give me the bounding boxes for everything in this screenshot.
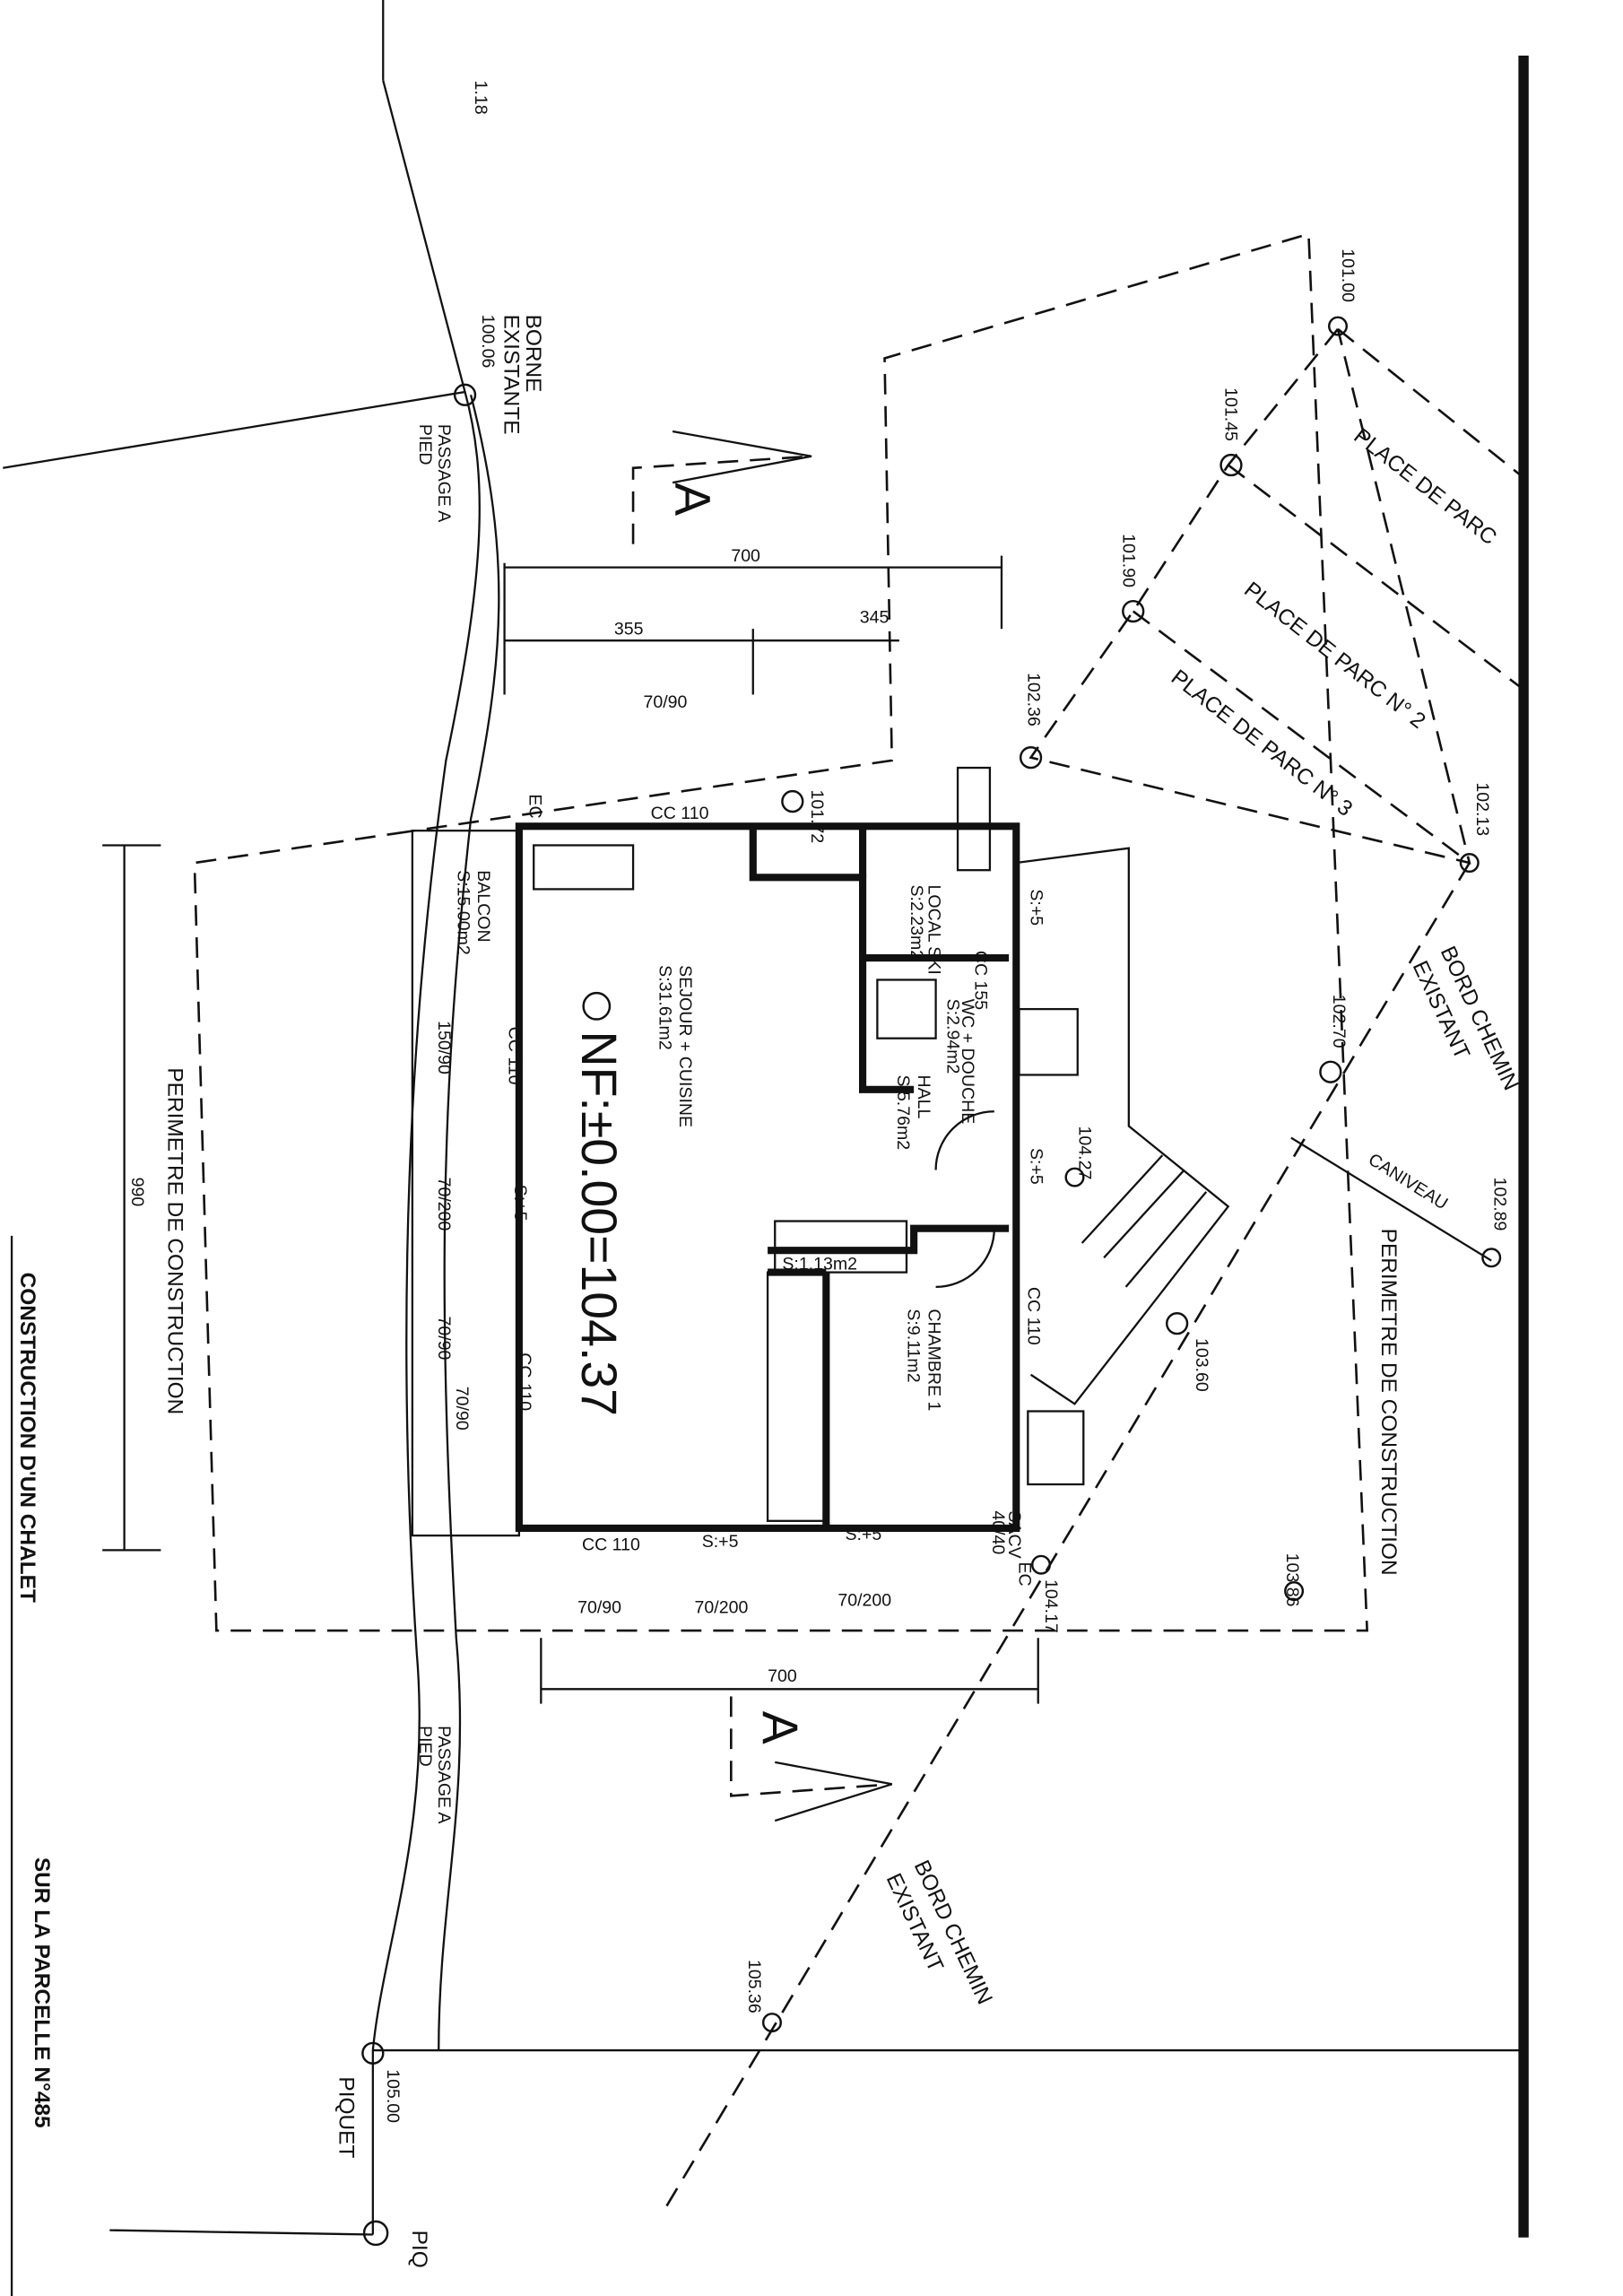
borne-label: BORNE xyxy=(521,315,545,393)
opening: 70/90 xyxy=(434,1317,454,1361)
opening: 70/90 xyxy=(643,692,687,712)
sacv-label: SACV xyxy=(1004,1510,1024,1558)
level: 102.36 xyxy=(1023,673,1043,726)
doormat xyxy=(1018,1007,1079,1076)
ec-label: EC xyxy=(1015,1561,1035,1586)
gutter-label: CANIVEAU xyxy=(1365,1150,1451,1214)
opening: S:+5 xyxy=(846,1525,882,1544)
floor-level: NF:±0.00=104.37 xyxy=(571,1031,627,1416)
dimension: 345 xyxy=(860,608,890,628)
passage-label: PASSAGE A xyxy=(434,1726,454,1823)
opening: 150/90 xyxy=(434,1021,454,1074)
level: 105.36 xyxy=(744,1960,764,2013)
parking-label: PLACE DE PARC N° 2 xyxy=(1239,578,1429,734)
room-area: S:2.23m2 xyxy=(907,884,926,960)
top-ref: 1.18 xyxy=(471,81,490,115)
dimension: 990 xyxy=(127,1178,147,1207)
sacv-label: 40/40 xyxy=(988,1510,1008,1554)
opening: 70/200 xyxy=(434,1178,454,1231)
level: 102.13 xyxy=(1472,782,1492,836)
level-values: 101.72 104.27 102.70 102.89 103.60 103.8… xyxy=(383,248,1509,2123)
fireplace xyxy=(533,844,635,891)
room-labels: BALCON S:15.00m2 SEJOUR + CUISINE S:31.6… xyxy=(453,870,977,1411)
shower xyxy=(876,978,937,1039)
level: 100.06 xyxy=(478,315,498,369)
building xyxy=(411,766,1230,1537)
dimension: 700 xyxy=(768,1666,797,1686)
opening: 70/90 xyxy=(452,1387,472,1431)
opening: CC 110 xyxy=(504,1027,524,1085)
road-border-line xyxy=(664,862,1471,2209)
opening: CC 110 xyxy=(651,804,709,823)
opening: 70/90 xyxy=(577,1598,621,1618)
level: 101.45 xyxy=(1220,387,1240,441)
level: 104.27 xyxy=(1074,1126,1094,1180)
section-mark: A xyxy=(752,1711,808,1744)
level: 101.90 xyxy=(1118,534,1138,587)
dimension: 355 xyxy=(614,620,644,639)
room-area: S:1.13m2 xyxy=(782,1254,857,1274)
title-block: CONSTRUCTION D'UN CHALET SUR LA PARCELLE… xyxy=(10,1235,54,2296)
dimension: 700 xyxy=(731,546,760,566)
kitchen-counter xyxy=(766,1271,828,1522)
room-name: SEJOUR + CUISINE xyxy=(675,965,695,1127)
opening: CC 155 xyxy=(971,951,991,1010)
road-edge xyxy=(371,80,481,2235)
ec-label: EC xyxy=(525,794,544,818)
level: 103.60 xyxy=(1192,1338,1211,1392)
passage-label: PIED xyxy=(415,424,435,465)
opening-labels: 70/90 150/90 70/200 70/90 70/90 70/90 70… xyxy=(434,692,1046,1617)
opening: CC 110 xyxy=(515,1352,534,1411)
parking-outline xyxy=(1028,328,1471,865)
construction-perimeter xyxy=(193,232,1368,1632)
section-mark: A xyxy=(664,483,720,516)
title-line2: SUR LA PARCELLE N°485 xyxy=(30,1857,54,2128)
perimeter-label: PERIMETRE DE CONSTRUCTION xyxy=(163,1067,187,1414)
passage-label: PASSAGE A xyxy=(434,424,454,522)
opening: 70/200 xyxy=(838,1590,891,1610)
level: 102.89 xyxy=(1489,1178,1509,1231)
room-area: S:9.11m2 xyxy=(904,1309,924,1382)
room-area: S:31.61m2 xyxy=(655,965,674,1050)
room-area: S:15.00m2 xyxy=(453,870,473,955)
dimension-values: 700 355 345 700 990 xyxy=(127,546,890,1686)
piquet-label: PIQUET xyxy=(334,2076,358,2158)
opening: CC 110 xyxy=(582,1535,640,1554)
room-name: CHAMBRE 1 xyxy=(924,1309,943,1411)
site-lines xyxy=(3,0,1529,2238)
level: 104.17 xyxy=(1041,1579,1061,1633)
level-markers xyxy=(361,316,1502,2247)
chimney xyxy=(956,766,992,872)
room-name: BALCON xyxy=(473,870,493,942)
opening: 70/200 xyxy=(695,1598,749,1618)
existante-label: EXISTANTE xyxy=(499,315,524,435)
door-swing xyxy=(934,1110,994,1170)
road-edge-2 xyxy=(438,394,500,2051)
level: 101.00 xyxy=(1338,248,1358,302)
level: 102.70 xyxy=(1329,995,1349,1048)
perimeter-label: PERIMETRE DE CONSTRUCTION xyxy=(1376,1229,1401,1576)
balcony xyxy=(411,830,521,1537)
room-area: S:2.94m2 xyxy=(943,999,963,1074)
gutter xyxy=(1290,1136,1492,1262)
room-name: HALL xyxy=(914,1074,933,1118)
dimension-lines xyxy=(102,555,1039,1704)
opening: CC 110 xyxy=(1023,1287,1043,1345)
level: 103.86 xyxy=(1282,1553,1302,1607)
room-name: LOCAL SKI xyxy=(924,884,943,974)
passage-label: PIED xyxy=(415,1726,435,1767)
opening: S:+5 xyxy=(702,1532,739,1552)
room-area: S:5.76m2 xyxy=(893,1074,913,1150)
opening: S:+5 xyxy=(1027,1148,1046,1185)
piq-label: PIQ xyxy=(407,2231,431,2268)
room-name: WC + DOUCHE xyxy=(958,999,977,1125)
title-line1: CONSTRUCTION D'UN CHALET xyxy=(15,1273,39,1603)
opening: S:+5 xyxy=(510,1185,530,1222)
level: 101.72 xyxy=(807,790,827,844)
closet xyxy=(774,1220,908,1274)
opening: S:+5 xyxy=(1027,889,1046,926)
level: 105.00 xyxy=(383,2069,403,2123)
